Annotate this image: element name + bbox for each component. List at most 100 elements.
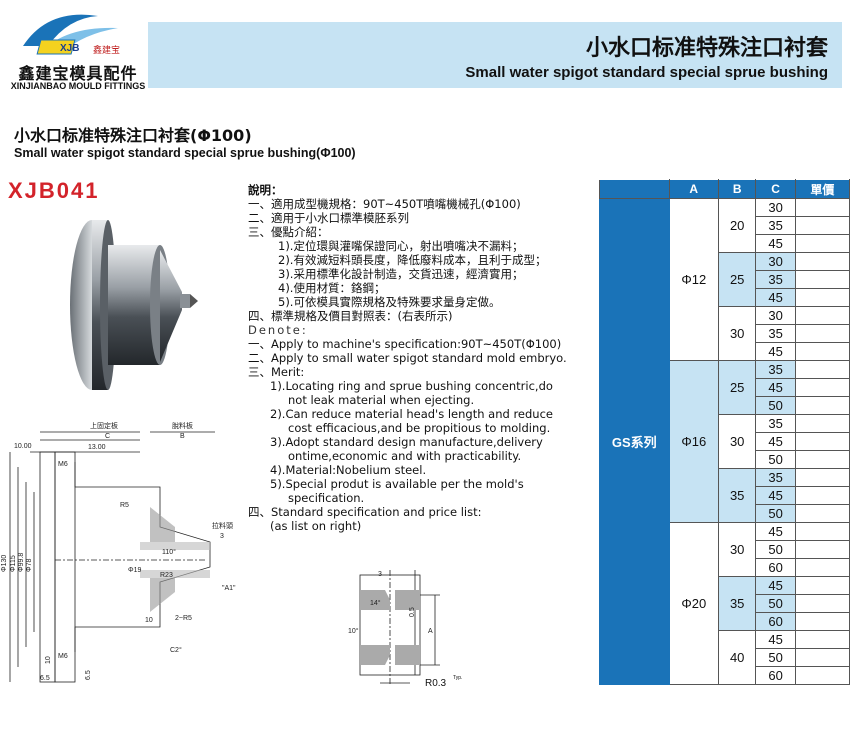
title-banner: 小水口标准特殊注口衬套 Small water spigot standard … [148,22,842,88]
drawing-radius-2r5: 2~R5 [175,615,192,622]
drawing-label-a1: "A1" [222,585,236,592]
table-row: 45 [600,288,850,307]
drawing-dim-10-c: 10 [45,656,52,664]
drawing-label-puller: 拉料頭 [212,521,233,530]
description-cn-line: 1).定位環與灌嘴保證同心，射出噴嘴决不漏料； [278,239,524,253]
cell-c: 50 [755,396,796,415]
cell-c: 50 [755,648,796,667]
table-header-row: A B C 單價 [599,179,850,199]
drawing-dim-10-b: 10 [145,617,153,624]
drawing-chamfer-c2: C2° [170,646,182,654]
cell-c: 60 [755,666,796,685]
cell-c: 60 [755,558,796,577]
cell-price [794,324,850,343]
cell-price [794,666,850,685]
cell-c: 35 [755,360,796,379]
detail-angle-10: 10° [348,627,359,635]
cell-a: Φ12 [668,198,719,361]
cell-price [794,558,850,577]
detail-angle-14: 14° [370,599,381,607]
drawing-thread-m6-top: M6 [58,461,68,468]
cell-c: 45 [755,486,796,505]
description-cn-line: 2).有效減短料頭長度，降低廢料成本，且利于成型； [278,253,547,267]
cell-price [794,594,850,613]
table-header-price: 單價 [794,179,850,199]
drawing-dim-b: B [180,433,185,440]
cell-a: Φ16 [668,360,719,523]
cell-price [794,360,850,379]
cell-price [794,342,850,361]
cell-c: 45 [755,342,796,361]
drawing-label-upper-plate: 上固定板 [90,421,118,430]
cell-price [794,468,850,487]
cell-c: 45 [755,378,796,397]
table-row: 50 [600,396,850,415]
drawing-dim-6-5-left: 6.5 [40,675,50,682]
cell-b: 35 [717,468,757,523]
banner-title-en: Small water spigot standard special spru… [465,64,828,81]
drawing-label-stripper-plate: 脫料板 [172,421,193,430]
cell-c: 45 [755,522,796,541]
drawing-angle-110: 110° [162,548,176,556]
cell-b: 40 [717,630,757,685]
cell-a: Φ20 [668,522,719,685]
table-row: 60 [600,666,850,685]
table-row: 35 [600,270,850,289]
detail-dim-a: A [428,628,433,635]
drawing-radius-r5: R5 [120,502,129,509]
cell-c: 30 [755,198,796,217]
description-en-line: 三、Merit: [248,365,305,379]
cell-price [794,216,850,235]
cell-c: 30 [755,306,796,325]
drawing-dim-3: 3 [220,533,224,540]
description-en-line: (as list on right) [270,519,362,533]
cell-price [794,630,850,649]
cell-price [794,522,850,541]
table-header-c: C [755,179,796,199]
detail-drawing: 3 14° 0.5 10° A R0.3 Typ. [348,570,462,689]
table-header-series [599,179,670,199]
cell-c: 60 [755,612,796,631]
description-en-line: 二、Apply to small water spigot standard m… [248,351,567,365]
cell-price [794,432,850,451]
company-name-en: XINJIANBAO MOULD FITTINGS [10,81,146,91]
cell-price [794,648,850,667]
cell-c: 30 [755,252,796,271]
description-block: 說明： 一、適用成型機規格：90T~450T噴嘴機械孔(Φ100) 二、適用于小… [248,183,596,533]
table-row: 60 [600,612,850,631]
cell-c: 45 [755,630,796,649]
cell-c: 50 [755,594,796,613]
drawing-dia-99: Φ99.8 [18,553,25,572]
table-row: 45 [600,342,850,361]
table-row: 35 [600,324,850,343]
cell-b: 25 [717,252,757,307]
cell-c: 50 [755,540,796,559]
description-en-line: 1).Locating ring and sprue bushing conce… [270,379,553,393]
cell-price [794,396,850,415]
product-title-cn: 小水口标准特殊注口衬套(Φ100) [14,126,252,145]
brand-logo: XJB 鑫建宝 [8,6,143,96]
table-header-a: A [668,179,719,199]
description-cn-line: 5).可依模具實際規格及特殊要求量身定做。 [278,295,501,309]
cell-price [794,576,850,595]
cell-c: 35 [755,270,796,289]
description-cn-line: 3).采用標準化設計制造，交貨迅速，經濟實用； [278,267,524,281]
description-en-line: specification. [288,491,365,505]
cell-c: 50 [755,504,796,523]
cell-b: 30 [717,522,757,577]
description-cn-line: 三、優點介紹： [248,225,329,239]
cell-b: 25 [717,360,757,415]
cell-price [794,270,850,289]
table-row: 50 [600,504,850,523]
drawing-dim-6-5-right: 6.5 [85,670,92,680]
description-en-line: 一、Apply to machine's specification:90T~4… [248,337,562,351]
cell-price [794,288,850,307]
drawing-dim-13: 13.00 [88,444,106,451]
cell-price [794,504,850,523]
description-en-line: 4).Material:Nobelium steel. [270,463,427,477]
